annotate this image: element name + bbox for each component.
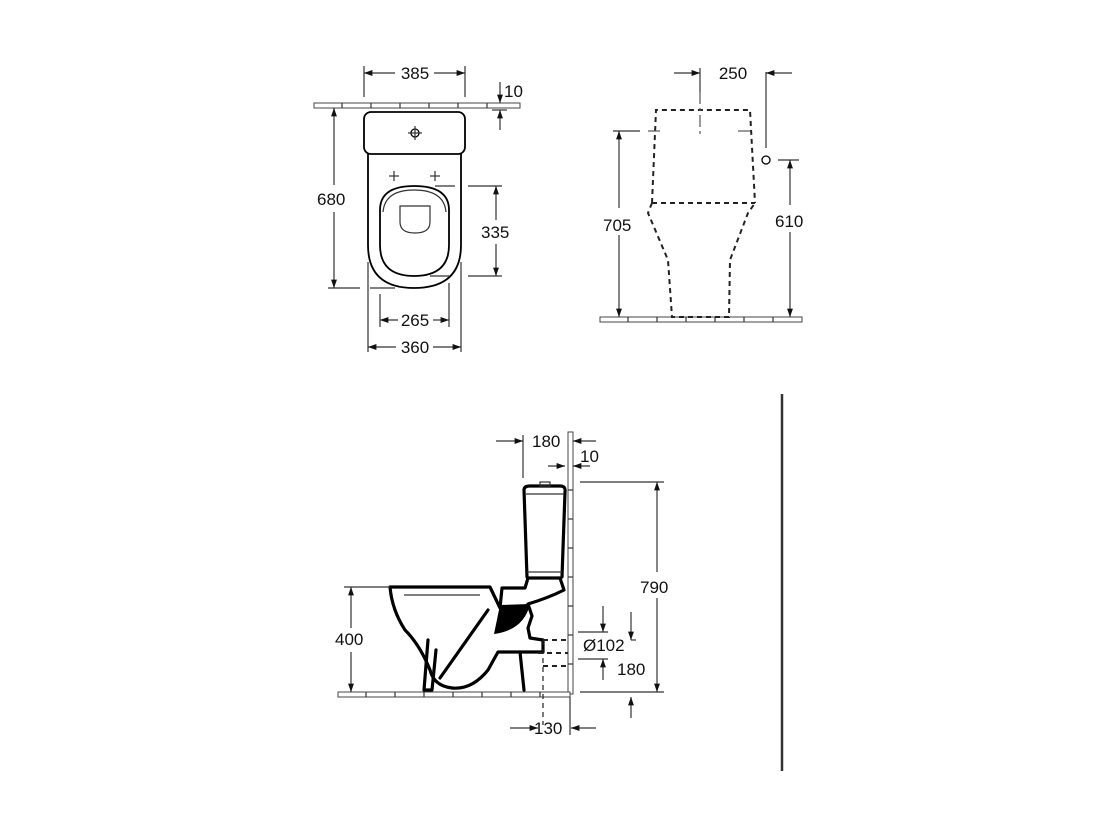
dim-supply-height: 610 bbox=[775, 212, 803, 231]
supply-connection-icon bbox=[761, 155, 771, 165]
dim-tank-height: 705 bbox=[603, 216, 631, 235]
side-view: 180 10 790 400 Ø102 180 130 bbox=[335, 431, 668, 738]
side-wall bbox=[567, 431, 574, 695]
dim-tank-width: 385 bbox=[401, 64, 429, 83]
dim-foot-width: 265 bbox=[401, 311, 429, 330]
dim-bowl-width: 360 bbox=[401, 338, 429, 357]
front-view: 250 705 610 bbox=[599, 64, 803, 323]
fixing-point-icons bbox=[389, 171, 440, 181]
dim-total-height: 790 bbox=[640, 578, 668, 597]
bowl-side bbox=[388, 576, 566, 690]
seat-outline bbox=[379, 185, 450, 277]
dim-seat-depth: 335 bbox=[481, 223, 509, 242]
dim-total-depth: 680 bbox=[317, 190, 345, 209]
dim-supply-offset: 250 bbox=[719, 64, 747, 83]
dim-bowl-height: 400 bbox=[335, 630, 363, 649]
flush-button-icon bbox=[408, 126, 422, 140]
cistern-side bbox=[522, 484, 567, 579]
dim-outlet-height: 180 bbox=[617, 660, 645, 679]
top-view: 385 10 680 335 265 360 bbox=[313, 64, 523, 357]
bowl-outline bbox=[367, 154, 462, 289]
wall-strip bbox=[313, 102, 521, 109]
seat-opening bbox=[399, 205, 431, 234]
cistern-top bbox=[363, 111, 466, 155]
side-floor bbox=[337, 691, 571, 698]
dim-wall-gap-top: 10 bbox=[504, 82, 523, 101]
trap-shading bbox=[494, 604, 530, 634]
dim-outlet-diameter: Ø102 bbox=[583, 636, 625, 655]
dim-wall-gap-side: 10 bbox=[580, 447, 599, 466]
dim-tank-depth: 180 bbox=[532, 432, 560, 451]
wc-hidden-outline bbox=[646, 109, 756, 318]
dim-outlet-offset: 130 bbox=[534, 719, 562, 738]
